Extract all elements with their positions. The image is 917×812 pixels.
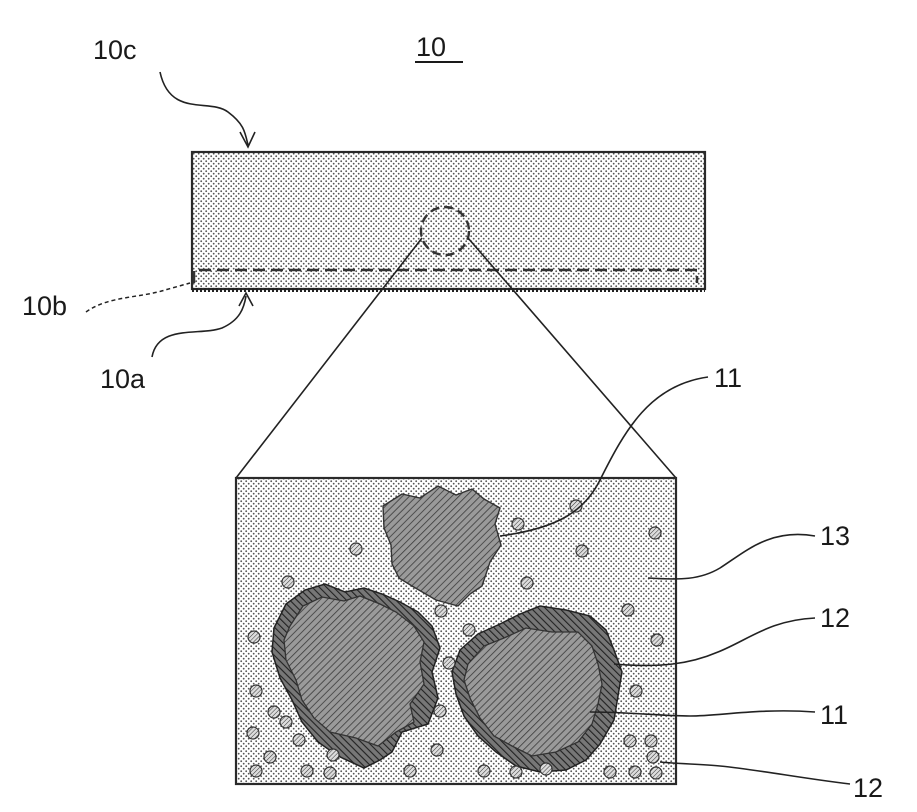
label-13: 13 [820,521,850,551]
small-particle [282,576,294,588]
leader-10a [152,296,246,357]
small-particle [630,685,642,697]
label-10c: 10c [93,35,137,65]
label-11-upper: 11 [714,363,742,393]
label-12-upper: 12 [820,603,850,633]
small-particle [404,765,416,777]
small-particle [645,735,657,747]
small-particle [629,766,641,778]
leader-10b [86,283,190,312]
small-particle [604,766,616,778]
small-particle [268,706,280,718]
small-particle [264,751,276,763]
leader-12-lower [660,762,850,784]
label-12-lower: 12 [853,773,883,803]
small-particle [324,767,336,779]
small-particle [280,716,292,728]
small-particle [649,527,661,539]
small-particle [301,765,313,777]
small-particle [250,685,262,697]
small-particle [622,604,634,616]
label-11-lower: 11 [820,700,848,730]
label-10a: 10a [100,364,146,394]
small-particle [250,765,262,777]
small-particle [521,577,533,589]
label-10b: 10b [22,291,67,321]
small-particle [350,543,362,555]
small-particle [434,705,446,717]
small-particle [510,766,522,778]
small-particle [247,727,259,739]
small-particle [463,624,475,636]
small-particle [576,545,588,557]
small-particle [651,634,663,646]
sheet-body [192,152,705,289]
small-particle [540,763,552,775]
small-particle [512,518,524,530]
small-particle [248,631,260,643]
small-particle [443,657,455,669]
small-particle [431,744,443,756]
small-particle [478,765,490,777]
small-particle [293,734,305,746]
small-particle [647,751,659,763]
small-particle [327,749,339,761]
small-particle [650,767,662,779]
leader-10c [160,72,248,145]
figure-number: 10 [416,32,446,62]
small-particle [624,735,636,747]
small-particle [435,605,447,617]
